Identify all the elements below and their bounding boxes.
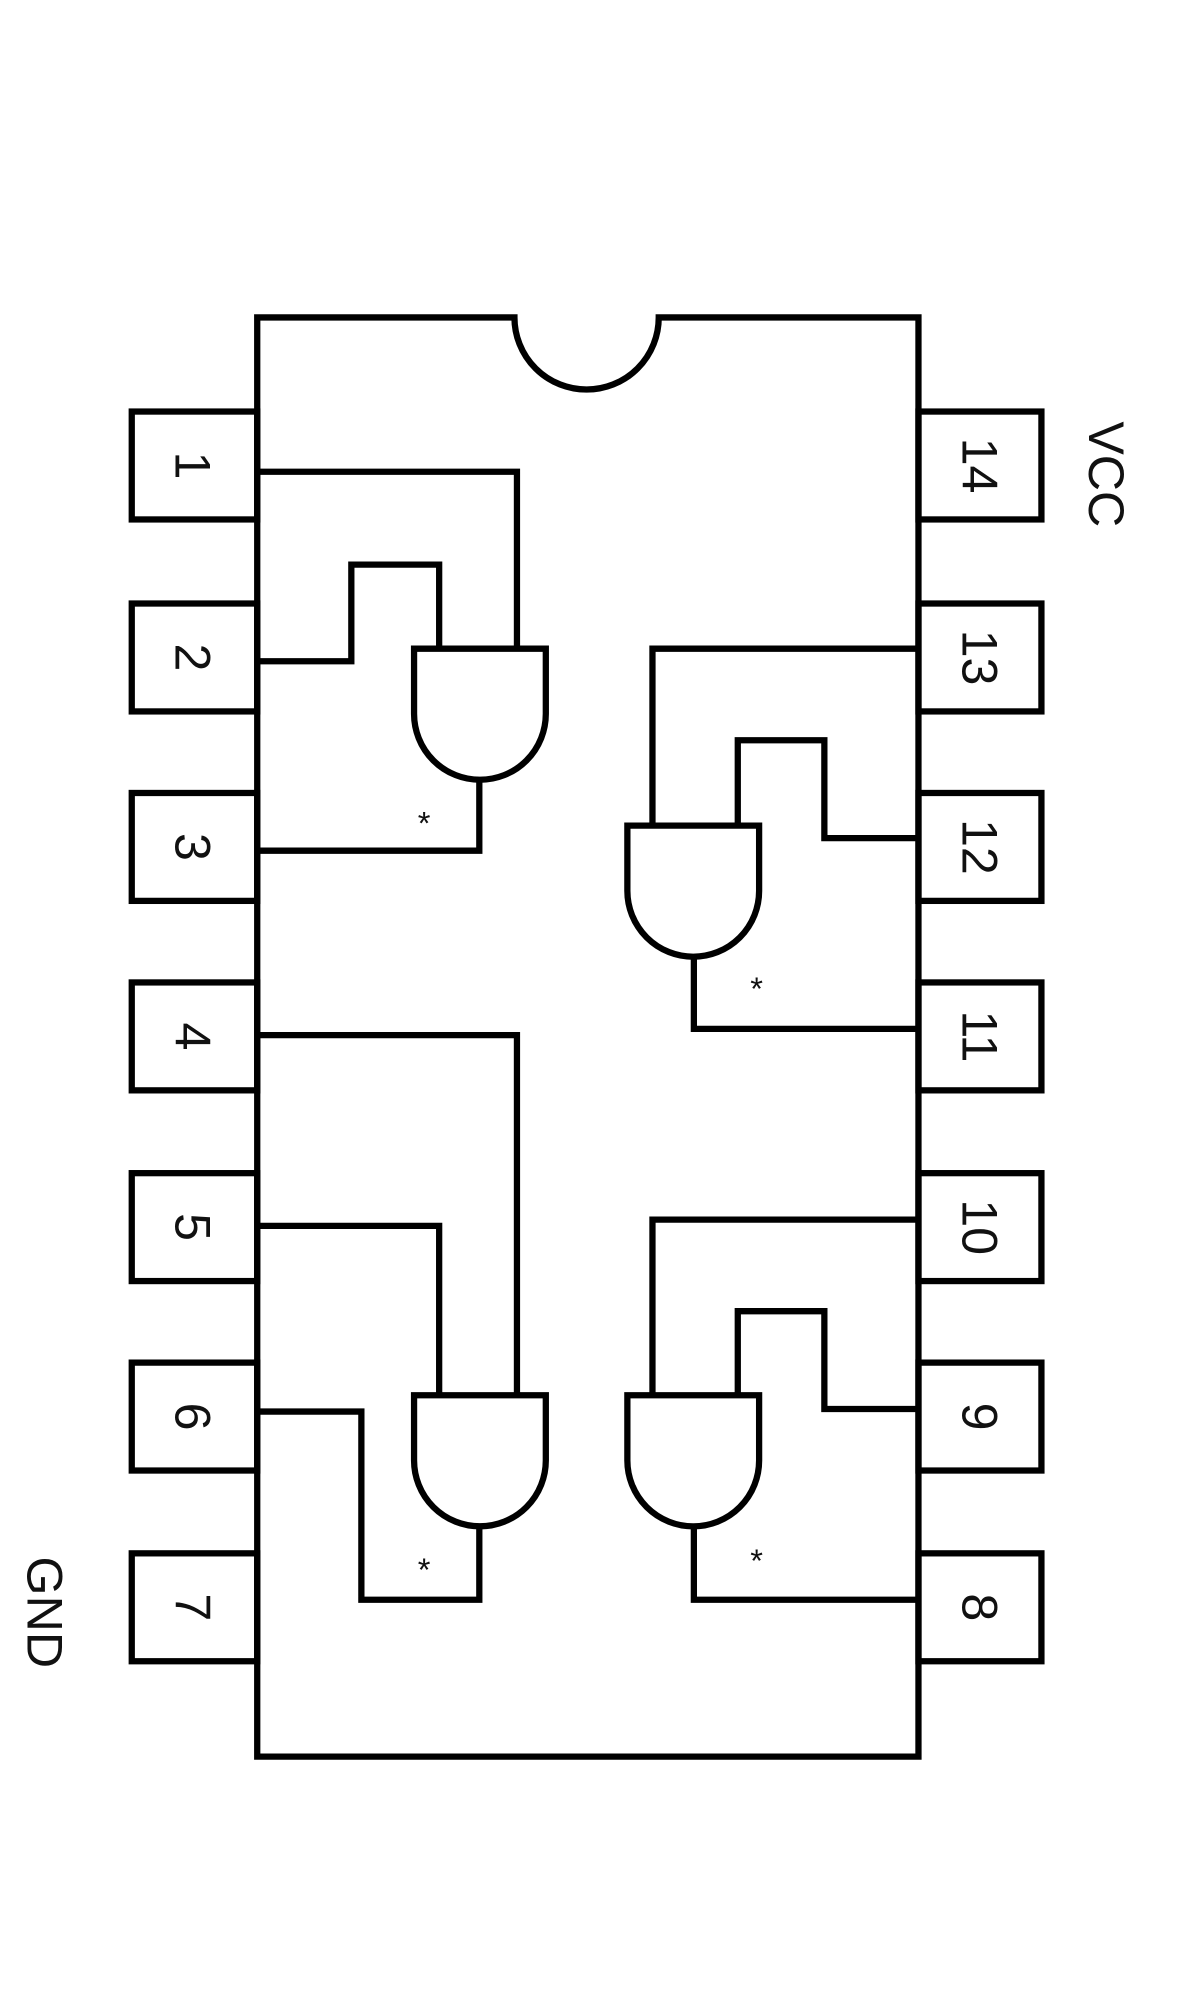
- pin-number: 2: [165, 644, 221, 672]
- pin-number: 9: [951, 1403, 1007, 1431]
- pin-number: 4: [165, 1022, 221, 1050]
- wire: [257, 1032, 521, 1396]
- pin-5: 5: [128, 1170, 261, 1285]
- and-gate-2: *: [257, 1032, 549, 1603]
- pin-number: 7: [165, 1593, 221, 1621]
- wire: [257, 561, 443, 665]
- wire: [690, 956, 919, 1033]
- wire: [734, 1308, 919, 1413]
- pin-box: [128, 408, 261, 523]
- pin-box: [128, 1359, 261, 1474]
- wire: [257, 468, 521, 649]
- pin-4: 4: [128, 979, 261, 1094]
- gnd-label: GND: [17, 1557, 73, 1669]
- pin-box: [915, 1170, 1045, 1285]
- pin-14: 14: [915, 408, 1045, 523]
- pin-11: 11: [915, 979, 1045, 1094]
- and-gate-symbol: [624, 1392, 763, 1530]
- pin-box: [128, 1550, 261, 1665]
- pin-8: 8: [915, 1550, 1045, 1665]
- wire: [690, 1525, 919, 1603]
- and-gate-symbol: [624, 822, 763, 960]
- and-gate-3: *: [624, 645, 919, 1033]
- pin-number: 11: [951, 1010, 1007, 1062]
- pin-7: 7: [128, 1550, 261, 1665]
- wire: [257, 779, 483, 854]
- pin-number: 8: [951, 1593, 1007, 1621]
- wire: [257, 1222, 443, 1396]
- gate-marker: *: [418, 804, 431, 841]
- vcc-label: VCC: [1078, 421, 1134, 527]
- pin-number: 13: [951, 630, 1007, 686]
- pin-box: [128, 600, 261, 715]
- pin-10: 10: [915, 1170, 1045, 1285]
- pin-number: 14: [951, 438, 1007, 494]
- pin-number: 10: [951, 1199, 1007, 1255]
- pin-number: 5: [165, 1213, 221, 1241]
- gate-marker: *: [750, 1542, 763, 1579]
- and-gate-4: *: [624, 1216, 919, 1603]
- pin-number: 12: [951, 819, 1007, 875]
- wire: [649, 645, 919, 826]
- pin-9: 9: [915, 1359, 1045, 1474]
- pin-13: 13: [915, 600, 1045, 715]
- wire: [734, 737, 919, 842]
- gate-marker: *: [750, 970, 763, 1007]
- pin-number: 1: [165, 452, 221, 480]
- gate-marker: *: [418, 1551, 431, 1588]
- pin-number: 6: [165, 1403, 221, 1431]
- ic-body: [254, 314, 922, 1760]
- pin-6: 6: [128, 1359, 261, 1474]
- and-gate-1: *: [257, 468, 549, 854]
- pin-number: 3: [165, 833, 221, 861]
- pin-box: [915, 600, 1045, 715]
- pin-box: [915, 1359, 1045, 1474]
- pin-box: [915, 408, 1045, 523]
- pin-box: [128, 789, 261, 905]
- pin-box: [915, 789, 1045, 905]
- and-gate-symbol: [410, 645, 549, 783]
- pin-1: 1: [128, 408, 261, 523]
- pin-box: [915, 979, 1045, 1094]
- pin-box: [915, 1550, 1045, 1665]
- pin-2: 2: [128, 600, 261, 715]
- pin-12: 12: [915, 789, 1045, 905]
- wire: [649, 1216, 919, 1396]
- and-gate-symbol: [410, 1392, 549, 1530]
- pin-3: 3: [128, 789, 261, 905]
- wire: [257, 1408, 483, 1603]
